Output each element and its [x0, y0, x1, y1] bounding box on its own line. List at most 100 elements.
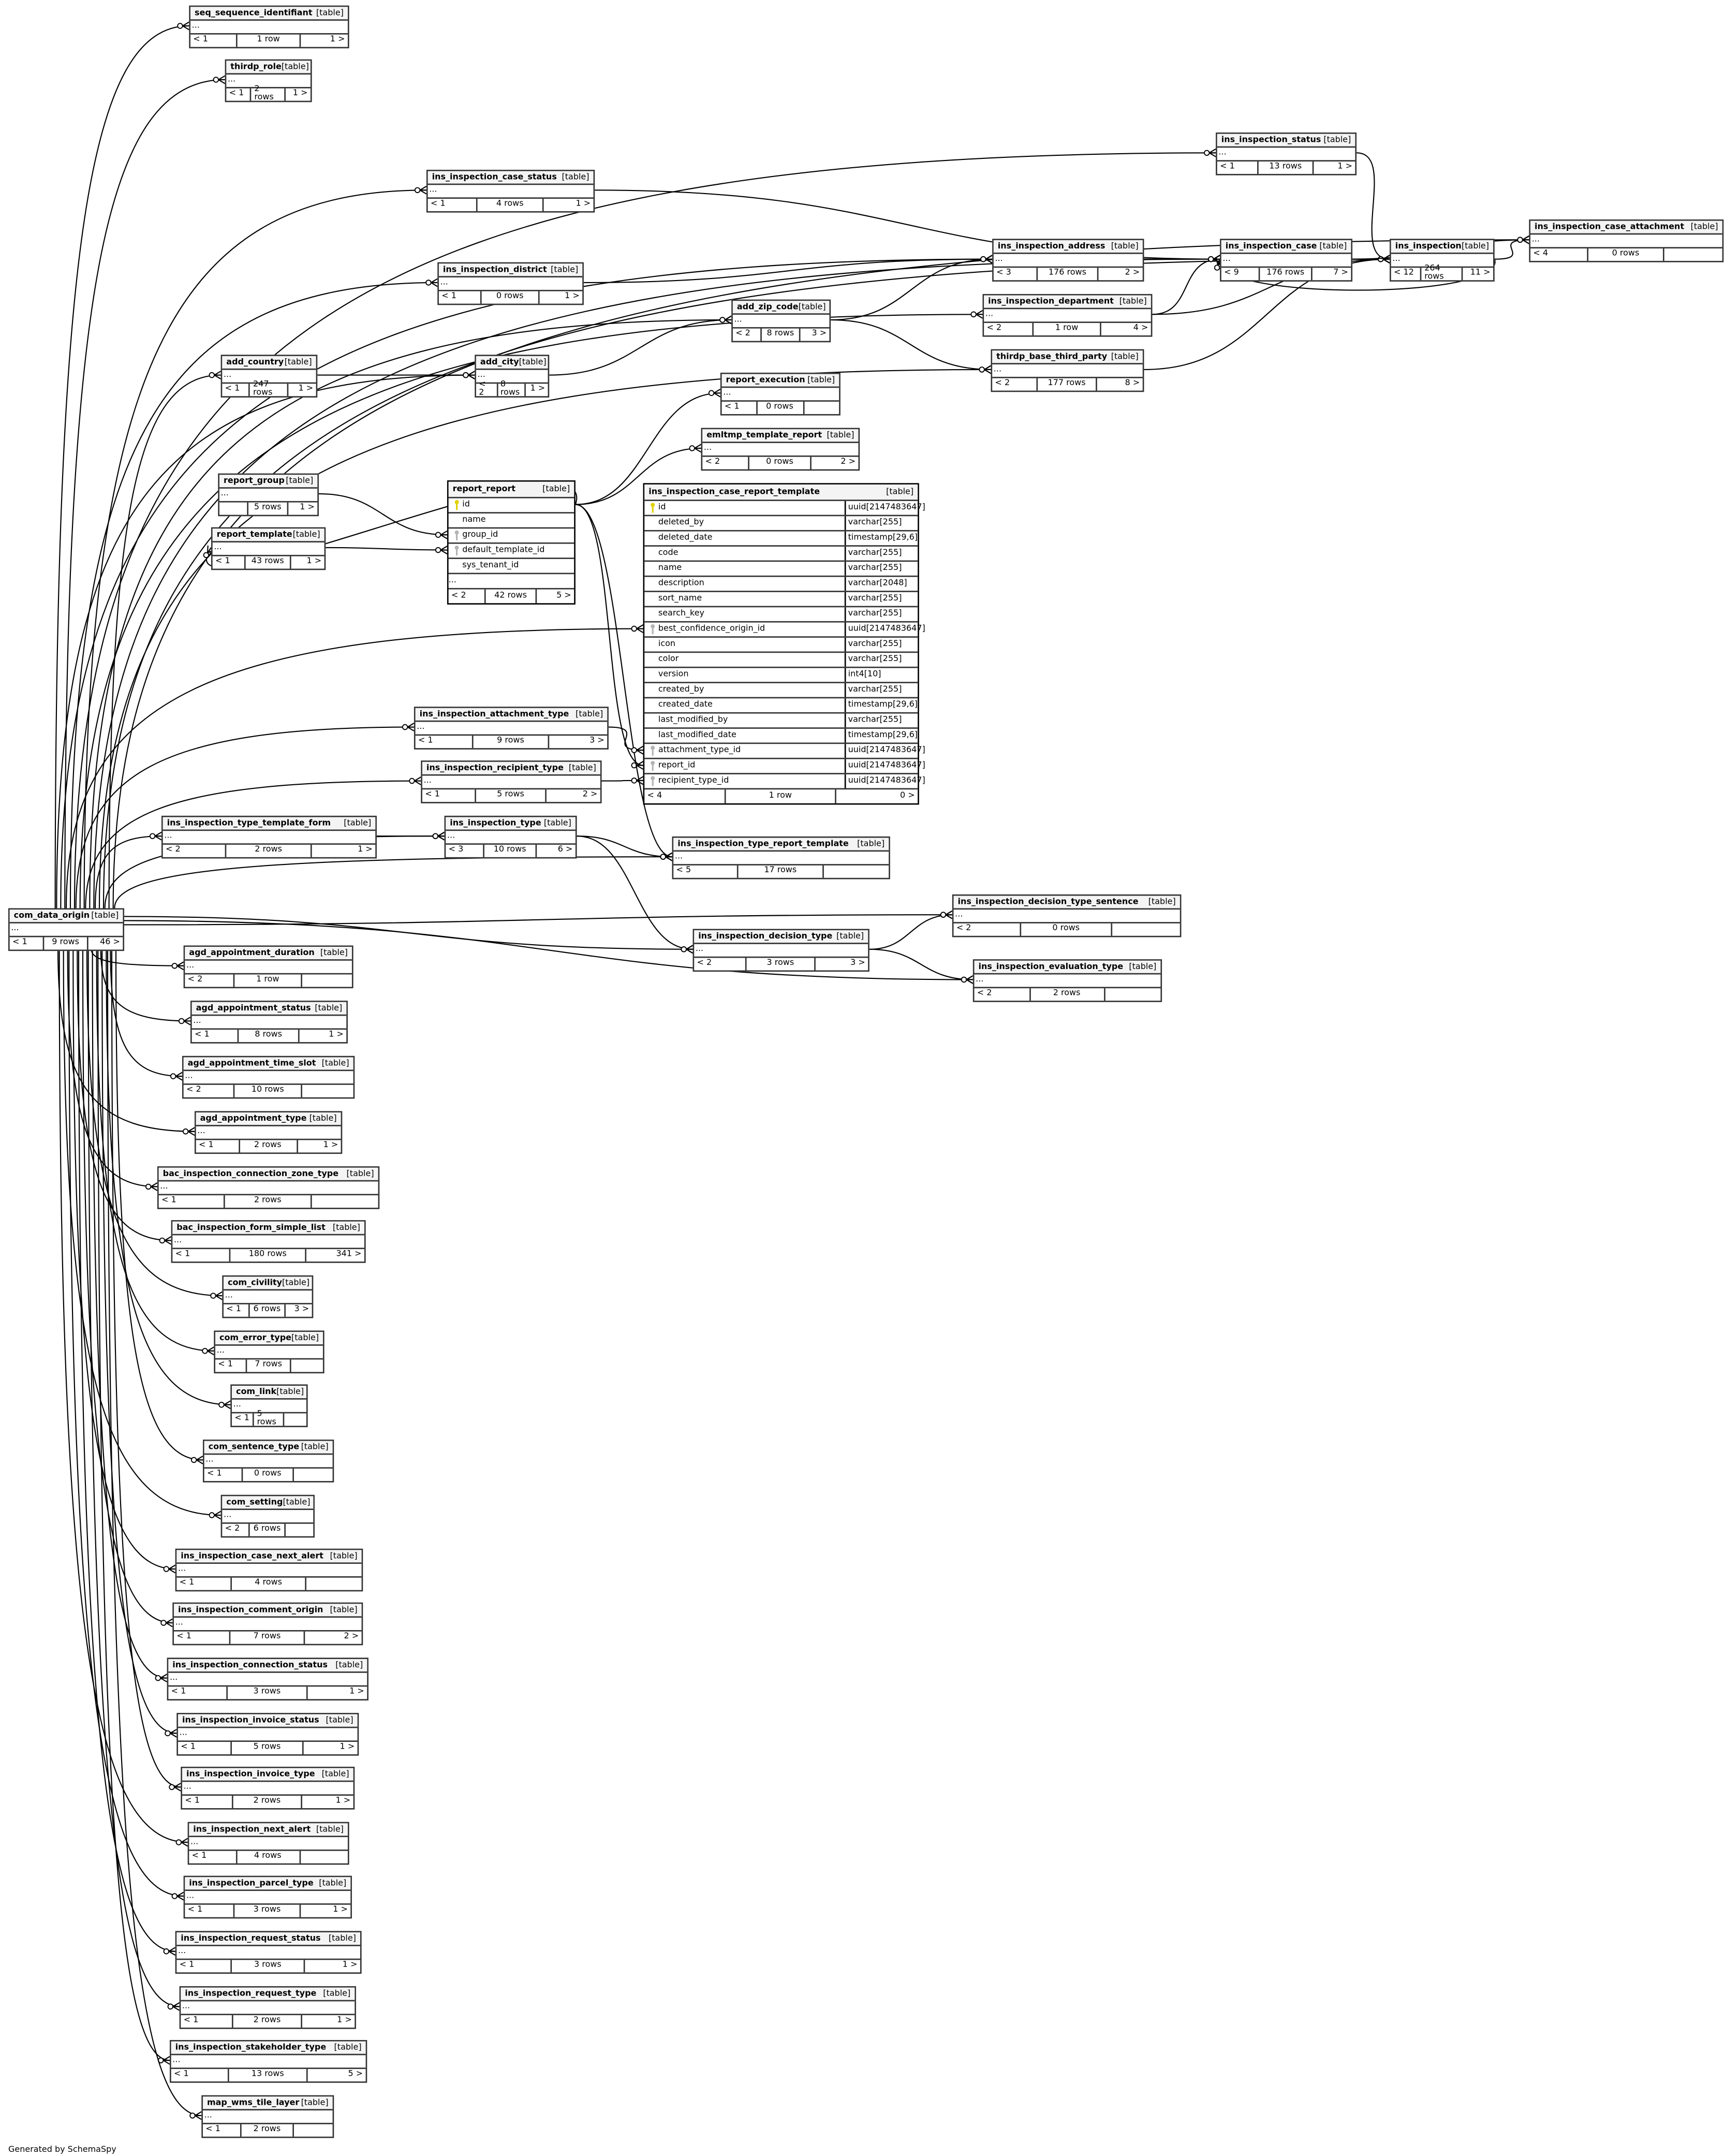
- parents-link[interactable]: < 1: [422, 788, 476, 801]
- children-link[interactable]: [1664, 248, 1722, 260]
- table-header[interactable]: add_zip_code[table]: [732, 301, 830, 315]
- table-ins-inspection-connection-status[interactable]: ins_inspection_connection_status[table].…: [167, 1658, 368, 1700]
- columns-collapsed-row[interactable]: ...: [9, 923, 123, 937]
- table-header[interactable]: com_data_origin[table]: [9, 910, 123, 923]
- table-name[interactable]: ins_inspection_case_attachment: [1535, 221, 1685, 231]
- table-name[interactable]: ins_inspection_case_report_template: [648, 486, 820, 496]
- parents-link[interactable]: < 2: [974, 987, 1030, 1000]
- children-link[interactable]: 3 >: [812, 328, 827, 339]
- parents-link[interactable]: < 1: [428, 198, 478, 211]
- parents-link[interactable]: < 1: [190, 34, 238, 47]
- parents-link[interactable]: < 1: [224, 1303, 250, 1316]
- children-link[interactable]: 341 >: [336, 1249, 362, 1259]
- parents-link[interactable]: < 1: [182, 1795, 234, 1808]
- parents-link[interactable]: < 1: [168, 1686, 228, 1699]
- columns-collapsed-row[interactable]: ...: [185, 961, 352, 974]
- children-link[interactable]: 0 >: [900, 790, 915, 801]
- table-ins-inspection-case-report-template[interactable]: ins_inspection_case_report_template[tabl…: [643, 483, 925, 805]
- table-header[interactable]: ins_inspection_status[table]: [1217, 134, 1355, 148]
- table-header[interactable]: report_group[table]: [219, 475, 318, 489]
- columns-collapsed-row[interactable]: ...: [422, 776, 600, 789]
- table-header[interactable]: map_wms_tile_layer[table]: [202, 2096, 333, 2110]
- children-link[interactable]: 8 >: [1125, 378, 1140, 388]
- parents-link[interactable]: < 1: [204, 1468, 243, 1480]
- table-name[interactable]: ins_inspection_case_status: [432, 171, 557, 182]
- children-link[interactable]: 4 >: [1133, 322, 1148, 333]
- table-ins-inspection-request-type[interactable]: ins_inspection_request_type[table]...< 1…: [179, 1986, 356, 2029]
- children-link[interactable]: 1 >: [323, 1140, 338, 1150]
- table-name[interactable]: ins_inspection_request_status: [181, 1933, 321, 1943]
- children-link[interactable]: 1 >: [298, 384, 314, 393]
- parents-link[interactable]: < 1: [176, 1577, 232, 1590]
- parents-link[interactable]: < 1: [203, 2123, 242, 2136]
- parents-link[interactable]: < 2: [702, 456, 749, 469]
- table-header[interactable]: com_error_type[table]: [215, 1332, 323, 1346]
- columns-collapsed-row[interactable]: ...: [190, 21, 348, 34]
- column-row[interactable]: default_template_id: [448, 544, 574, 559]
- children-link[interactable]: 1 >: [349, 1686, 364, 1697]
- table-ins-inspection-evaluation-type[interactable]: ins_inspection_evaluation_type[table]...…: [972, 959, 1162, 1002]
- column-row[interactable]: group_id: [448, 529, 574, 544]
- columns-collapsed-row[interactable]: ...: [185, 1891, 351, 1904]
- table-name[interactable]: emltmp_template_report: [706, 430, 822, 440]
- parents-link[interactable]: < 1: [171, 2068, 230, 2081]
- table-header[interactable]: bac_inspection_form_simple_list[table]: [172, 1221, 364, 1236]
- table-name[interactable]: ins_inspection_type_template_form: [167, 817, 331, 828]
- table-name[interactable]: com_civility: [227, 1277, 283, 1287]
- columns-collapsed-row[interactable]: ...: [215, 1346, 323, 1359]
- parents-link[interactable]: < 2: [694, 957, 746, 970]
- columns-collapsed-row[interactable]: ...: [438, 277, 583, 291]
- parents-link[interactable]: < 4: [1530, 247, 1588, 260]
- parents-link[interactable]: < 1: [178, 1741, 232, 1754]
- table-name[interactable]: ins_inspection_case_next_alert: [181, 1550, 323, 1561]
- table-name[interactable]: ins_inspection_decision_type: [698, 931, 833, 941]
- table-header[interactable]: report_template[table]: [212, 529, 325, 542]
- table-name[interactable]: ins_inspection_case: [1225, 241, 1317, 251]
- children-link[interactable]: 2 >: [841, 457, 856, 467]
- parents-link[interactable]: < 1: [189, 1850, 237, 1863]
- table-name[interactable]: add_zip_code: [736, 301, 799, 312]
- parents-link[interactable]: < 1: [174, 1631, 230, 1644]
- table-name[interactable]: ins_inspection_comment_origin: [178, 1604, 323, 1615]
- table-header[interactable]: ins_inspection_district[table]: [438, 263, 583, 277]
- children-link[interactable]: 5 >: [348, 2069, 363, 2079]
- table-ins-inspection-type-report-template[interactable]: ins_inspection_type_report_template[tabl…: [672, 836, 890, 879]
- table-name[interactable]: thirdp_base_third_party: [996, 351, 1108, 361]
- table-name[interactable]: ins_inspection: [1395, 241, 1462, 251]
- columns-collapsed-row[interactable]: ...: [182, 1782, 353, 1795]
- columns-collapsed-row[interactable]: ...: [673, 852, 889, 865]
- table-bac-inspection-connection-zone-type[interactable]: bac_inspection_connection_zone_type[tabl…: [157, 1166, 380, 1209]
- children-link[interactable]: 1 >: [292, 88, 308, 98]
- table-name[interactable]: ins_inspection_invoice_status: [182, 1715, 319, 1725]
- table-header[interactable]: ins_inspection_decision_type_sentence[ta…: [953, 896, 1180, 910]
- parents-link[interactable]: < 1: [416, 735, 473, 747]
- table-name[interactable]: map_wms_tile_layer: [207, 2097, 300, 2107]
- columns-collapsed-row[interactable]: ...: [178, 1728, 358, 1741]
- parents-link[interactable]: [219, 502, 249, 515]
- parents-link[interactable]: < 2: [449, 589, 486, 604]
- table-header[interactable]: com_link[table]: [231, 1386, 306, 1400]
- children-link[interactable]: 6 >: [557, 844, 573, 855]
- columns-collapsed-row[interactable]: ...: [226, 75, 311, 88]
- parents-link[interactable]: < 4: [644, 789, 727, 803]
- table-header[interactable]: add_country[table]: [222, 356, 316, 370]
- children-link[interactable]: 1 >: [337, 2015, 352, 2025]
- table-name[interactable]: agd_appointment_type: [200, 1113, 307, 1123]
- columns-collapsed-row[interactable]: ...: [231, 1400, 306, 1413]
- columns-collapsed-row[interactable]: ...: [222, 1510, 314, 1523]
- table-header[interactable]: ins_inspection_department[table]: [984, 295, 1151, 310]
- children-link[interactable]: 1 >: [300, 502, 315, 512]
- children-link[interactable]: [284, 1413, 306, 1425]
- columns-collapsed-row[interactable]: ...: [181, 2001, 355, 2015]
